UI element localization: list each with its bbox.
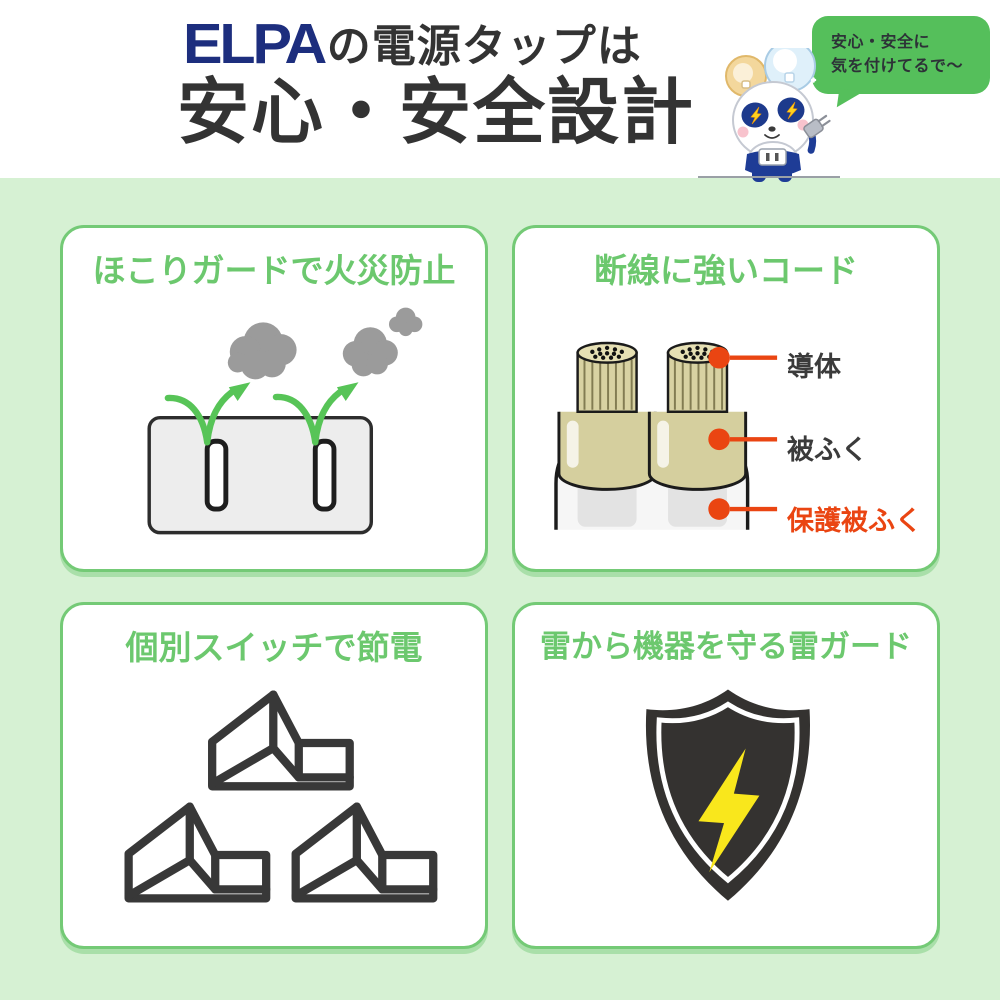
shield-inner-outline [656,701,800,884]
lightning-eye-icon [750,106,762,125]
outlet-slot [204,438,229,512]
green-arrow-icon [164,388,344,446]
panel-title: 個別スイッチで節電 [125,629,423,666]
main-title: 安心・安全設計 [177,73,696,153]
wire-core [576,341,729,413]
panel-title: 雷から機器を守る雷ガード [540,629,912,664]
rocker-switch-icon [296,807,434,899]
elpa-logo: ELPA [183,12,327,76]
nose [768,126,776,132]
cord-cross-section-illustration [554,341,778,530]
panel-individual-switch: 個別スイッチで節電 [60,602,488,949]
cord-label-conductor: 導体 [787,352,841,382]
lightbulb-ear-right-icon [764,48,817,92]
ledge-line [698,176,840,178]
panda-mascot-icon [725,48,831,182]
outlet-belt-icon [758,148,787,166]
sparkle-icon [810,77,817,83]
panel-dust-guard: ほこりガードで火災防止 [60,225,488,572]
dust-cloud-icon [342,327,398,377]
rocker-switch-icon [129,807,267,899]
cord-label-insulation: 被ふく [787,435,868,465]
outlet-dust-illustration [147,307,423,535]
lightning-bolt-icon [698,748,760,873]
panel-surge-guard: 雷から機器を守る雷ガード [512,602,940,949]
speech-line-1: 安心・安全に [831,34,931,51]
dust-cloud-icon [227,322,297,380]
panel-strong-cord: 断線に強いコード [512,225,940,572]
lightning-eye-icon [786,101,798,120]
speech-line-2: 気を付けてるで〜 [831,58,964,75]
speech-bubble: 安心・安全に 気を付けてるで〜 [812,16,990,94]
header-line1: ELPA の電源タップは [183,12,642,76]
panel-title: 断線に強いコード [594,252,858,289]
rocker-switches-illustration [63,605,485,946]
mouth [764,134,780,139]
mascot-body [745,141,801,182]
label-marker [708,346,778,520]
panel-title: ほこりガードで火災防止 [92,252,456,289]
conductor-strands [590,345,624,360]
cheek [737,126,749,138]
outlet-plate [147,415,374,535]
outlet-slot [312,438,337,512]
wire-insulation [557,411,748,491]
rocker-switch-icon [212,695,350,787]
dust-cloud-icon [388,307,423,337]
shield-lightning-illustration [645,689,811,901]
cord-label-protective-sheath: 保護被ふく [787,506,922,536]
green-arrowhead-icon [228,382,359,401]
plug-icon [803,114,831,154]
header-line1-text: の電源タップは [326,22,642,72]
mascot-eyes [741,97,805,128]
